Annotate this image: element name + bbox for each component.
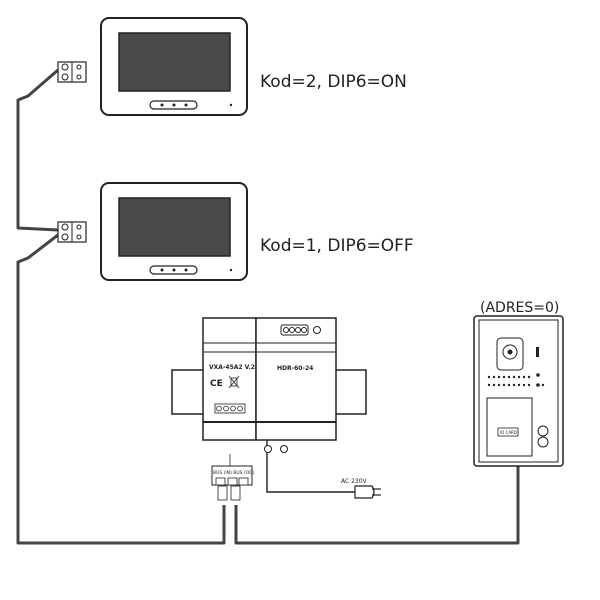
monitor-top [100,17,248,116]
weee-bin-icon [228,375,240,389]
monitor-top-config-label: Kod=2, DIP6=ON [260,72,407,92]
monitor-bottom [100,182,248,281]
bus-terminal-label: BUS (IN) BUS (OD) [213,470,255,476]
power-supply-output-terminals [280,324,321,336]
monitor-top-terminal [57,61,87,83]
power-supply: HDR-60-24 [255,317,337,453]
bus-wires [16,68,520,545]
monitor-top-screen [118,32,231,92]
ac-plug-icon: AC 230V [341,478,381,499]
wire-bus-to-door-station [234,466,520,545]
monitor-bottom-config-label: Kod=1, DIP6=OFF [260,236,414,256]
call-button-lower [537,436,549,448]
door-station: ID CARD [473,315,564,467]
speaker-grille [487,375,531,387]
bus-module-ce-mark: CE [210,379,223,389]
bus-module: VXA-45A2 V.2 CE [202,317,257,441]
monitor-bottom-terminal [57,221,87,243]
power-cable [266,440,355,493]
card-reader [486,397,533,457]
bus-module-top-terminals [214,403,246,414]
bus-connector-block: BUS (IN) BUS (OD) [211,454,255,501]
bus-module-model: VXA-45A2 V.2 [209,364,255,371]
power-supply-model: HDR-60-24 [277,365,313,372]
status-indicators [536,373,545,387]
power-supply-input-terminals [264,445,288,453]
ac-voltage-label: AC 230V [341,478,368,485]
call-button-upper [537,425,549,437]
card-reader-label: ID CARD [500,430,517,435]
monitor-bottom-screen [118,197,231,257]
wire-monitor-top-to-left-rail [16,68,59,232]
door-station-address-label: (ADRES=0) [480,300,560,316]
wire-monitor-bottom-to-left-rail [16,233,226,545]
